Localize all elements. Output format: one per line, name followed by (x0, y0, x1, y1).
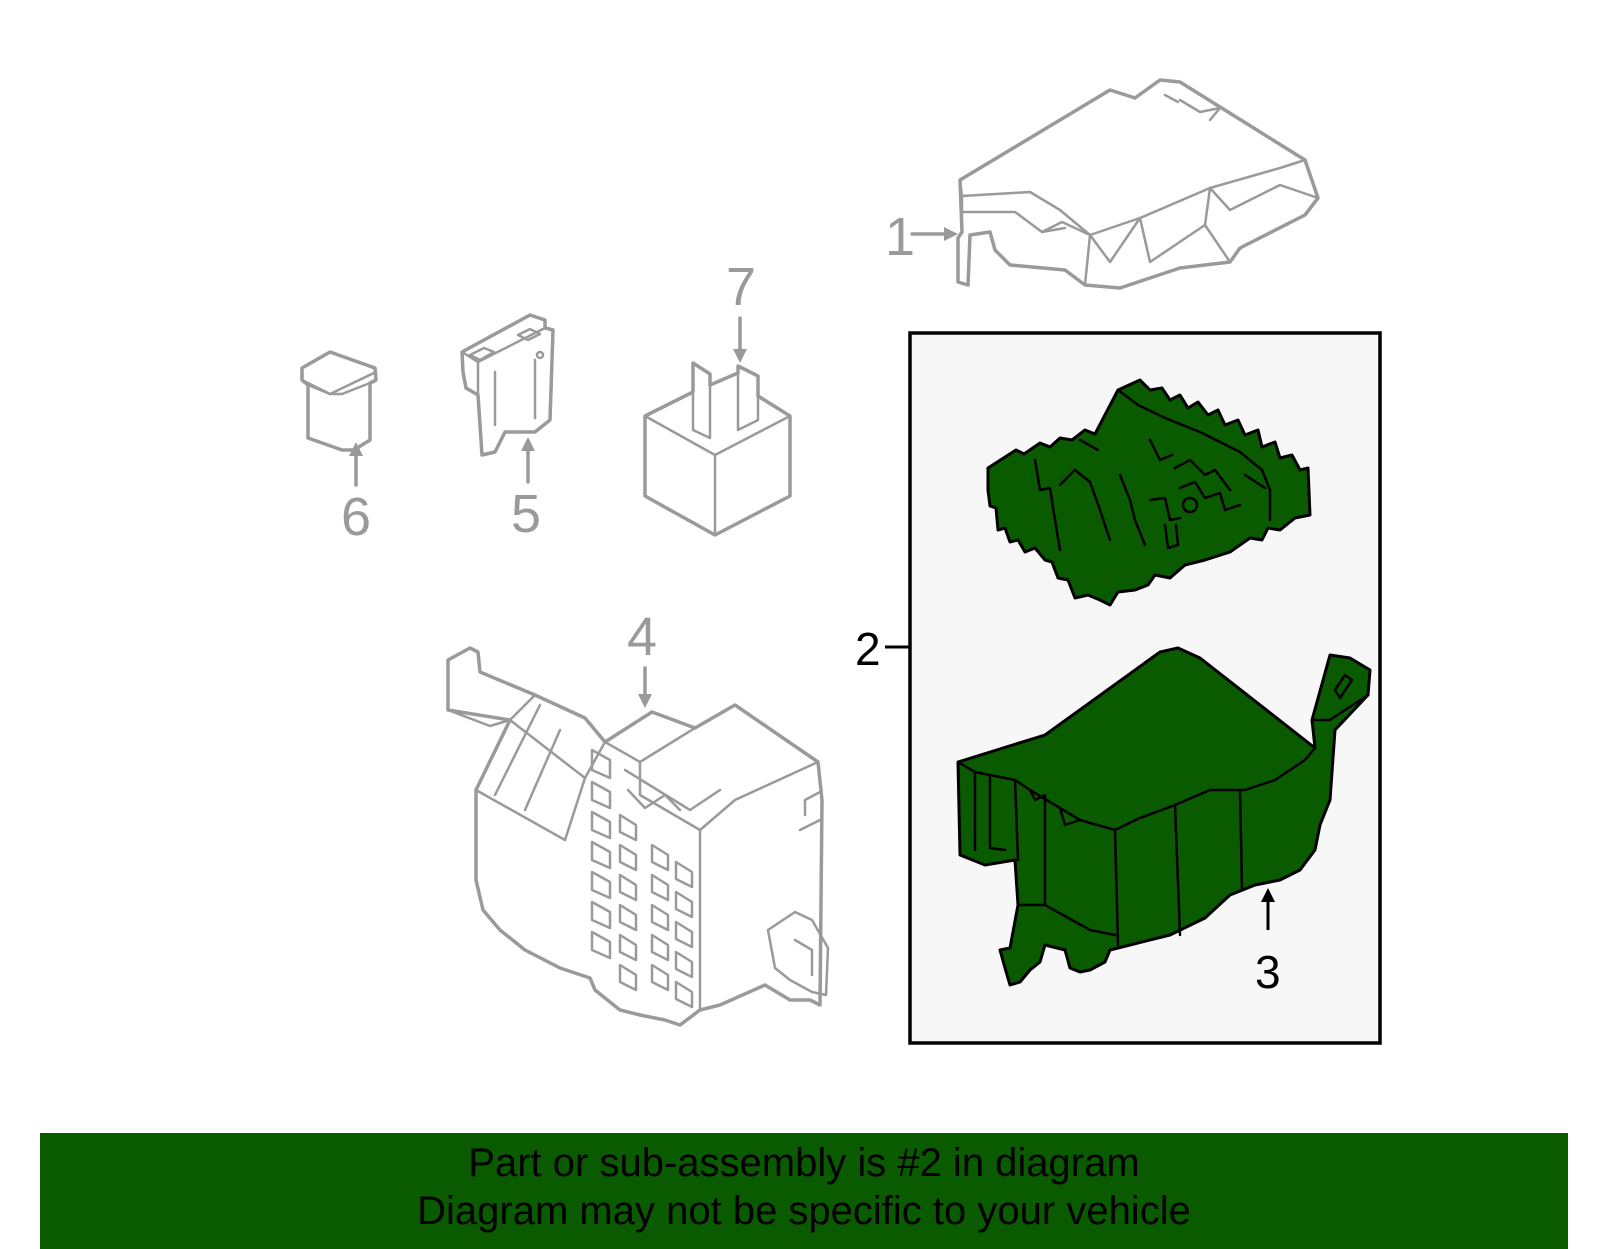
info-banner: Part or sub-assembly is #2 in diagram Di… (40, 1133, 1568, 1249)
part-2-fuse-panel[interactable] (986, 378, 1312, 607)
banner-line-1: Part or sub-assembly is #2 in diagram (468, 1141, 1140, 1185)
callout-1: 1 (885, 207, 958, 267)
callout-6: 6 (341, 442, 371, 547)
callout-3: 3 (1255, 888, 1281, 998)
part-5-fuse[interactable] (460, 313, 555, 457)
part-7-relay[interactable] (643, 361, 792, 537)
banner-line-2: Diagram may not be specific to your vehi… (417, 1189, 1191, 1233)
callout-2: 2 (855, 623, 910, 675)
callout-1-label: 1 (885, 207, 915, 267)
callout-6-label: 6 (341, 487, 371, 547)
part-6-fuse[interactable] (300, 350, 378, 452)
part-1-cover[interactable] (956, 78, 1320, 290)
callout-5: 5 (511, 437, 541, 544)
part-4-fuse-block[interactable] (446, 646, 830, 1027)
callout-4: 4 (627, 607, 657, 708)
callout-4-label: 4 (627, 607, 657, 667)
callout-7: 7 (726, 257, 756, 363)
callout-7-label: 7 (726, 257, 756, 317)
callout-3-label: 3 (1255, 946, 1281, 998)
part-3-housing[interactable] (956, 646, 1372, 987)
callout-2-label: 2 (855, 623, 881, 675)
callout-5-label: 5 (511, 484, 541, 544)
